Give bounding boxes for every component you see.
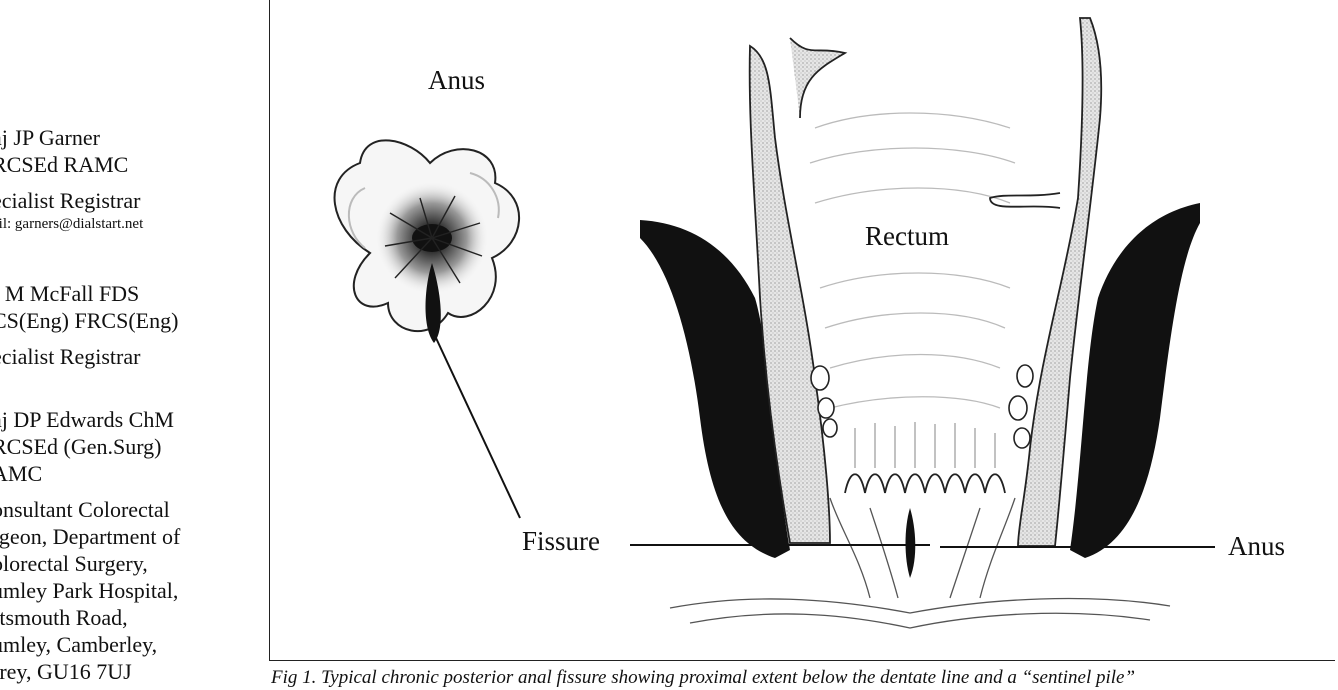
author-address-line: umley, Camberley, (0, 632, 158, 657)
fissure-pointer-line (435, 337, 521, 519)
anal-fissure-illustration: Anus Rectum Fissure Anus (333, 17, 1285, 629)
anus-external-view (333, 139, 521, 519)
fissure-mark (425, 263, 441, 343)
left-external-sphincter (640, 220, 790, 558)
author-role: ecialist Registrar (0, 188, 141, 213)
left-internal-sphincter (748, 44, 831, 544)
author-address-line: rrey, GU16 7UJ (0, 659, 132, 684)
author-address-line: umley Park Hospital, (0, 578, 179, 603)
author-name-line: CS(Eng) FRCS(Eng) (0, 308, 179, 333)
anal-canal-cross-section (630, 17, 1215, 629)
author-address-line: olorectal Surgery, (0, 551, 148, 576)
author-address-line: rtsmouth Road, (0, 605, 128, 630)
right-external-sphincter (1070, 203, 1200, 558)
label-fissure: Fissure (522, 526, 600, 556)
author-garner: aj JP Garner RCSEd RAMC ecialist Registr… (0, 124, 262, 234)
author-column: aj JP Garner RCSEd RAMC ecialist Registr… (0, 0, 262, 684)
dentate-line (844, 473, 1006, 494)
author-address-line: rgeon, Department of (0, 524, 181, 549)
author-address-line: onsultant Colorectal (0, 497, 170, 522)
figure-caption: Fig 1. Typical chronic posterior anal fi… (271, 667, 1136, 688)
label-anus-section: Anus (1228, 531, 1285, 561)
author-name-line: aj JP Garner (0, 125, 100, 150)
author-name-line: aj DP Edwards ChM (0, 407, 174, 432)
author-role: ecialist Registrar (0, 344, 141, 369)
figure-frame: Anus Rectum Fissure Anus (269, 0, 1335, 661)
fissure-in-canal (905, 508, 916, 578)
author-name-line: RCSEd RAMC (0, 152, 129, 177)
author-name-line: RCSEd (Gen.Surg) (0, 434, 162, 459)
right-internal-sphincter (1017, 17, 1103, 547)
author-edwards: aj DP Edwards ChM RCSEd (Gen.Surg) AMC o… (0, 406, 262, 684)
author-email: ail: garners@dialstart.net (0, 216, 144, 232)
author-mcfall: r M McFall FDS CS(Eng) FRCS(Eng) ecialis… (0, 280, 262, 370)
label-rectum: Rectum (865, 221, 949, 251)
author-name-line: r M McFall FDS (0, 281, 140, 306)
author-name-line: AMC (0, 461, 43, 486)
label-anus-external: Anus (428, 65, 485, 95)
